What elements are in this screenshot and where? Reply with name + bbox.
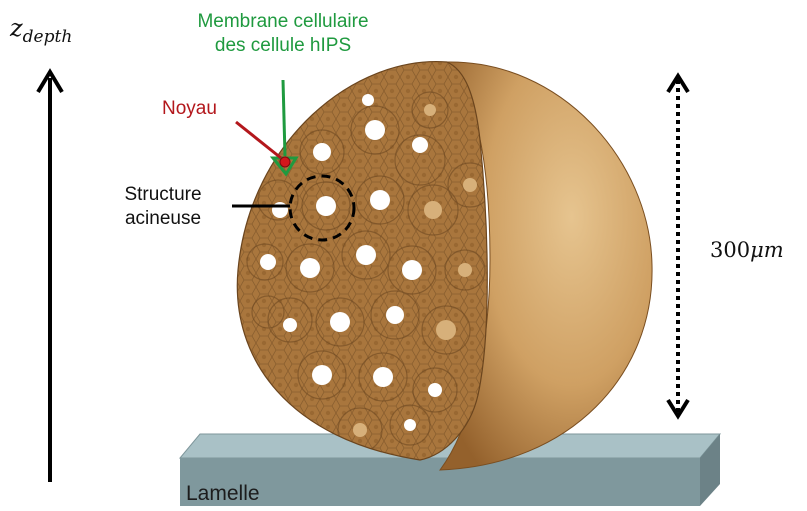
noyau-leader-line (236, 122, 281, 158)
z-depth-arrow (38, 72, 62, 482)
membrane-label: Membrane cellulaire des cellule hIPS (168, 10, 398, 58)
membrane-leader-line (283, 80, 285, 156)
structure-acineuse-label: Structure acineuse (108, 183, 218, 231)
dimension-arrow (668, 76, 688, 416)
tissue-cross-section (237, 62, 492, 460)
lamelle-label: Lamelle (186, 482, 260, 506)
z-depth-label: zdepth (10, 14, 72, 47)
nucleus-marker (280, 157, 290, 167)
dimension-label: 300μm (710, 238, 784, 262)
noyau-label: Noyau (162, 98, 217, 120)
